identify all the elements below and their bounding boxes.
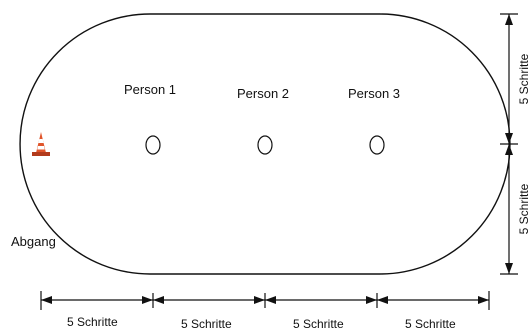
person-label: Person 3 [348,86,400,101]
dimension-label: 5 Schritte [67,315,118,329]
dimension-label: 5 Schritte [517,53,528,104]
person-position-marker [369,135,385,155]
traffic-cone-icon [32,132,50,156]
bottom-dimension-arrows [41,296,489,304]
dimension-label: 5 Schritte [517,183,528,234]
person-position-marker [145,135,161,155]
dimension-label: 5 Schritte [293,317,344,330]
right-dimension-arrows [505,14,513,274]
bottom-dimension [40,291,490,310]
person-position-marker [257,135,273,155]
dimension-label: 5 Schritte [405,317,456,330]
dimension-label: 5 Schritte [181,317,232,330]
exit-label: Abgang [11,234,56,249]
person-label: Person 1 [124,82,176,97]
track-outline [19,13,511,275]
person-label: Person 2 [237,86,289,101]
